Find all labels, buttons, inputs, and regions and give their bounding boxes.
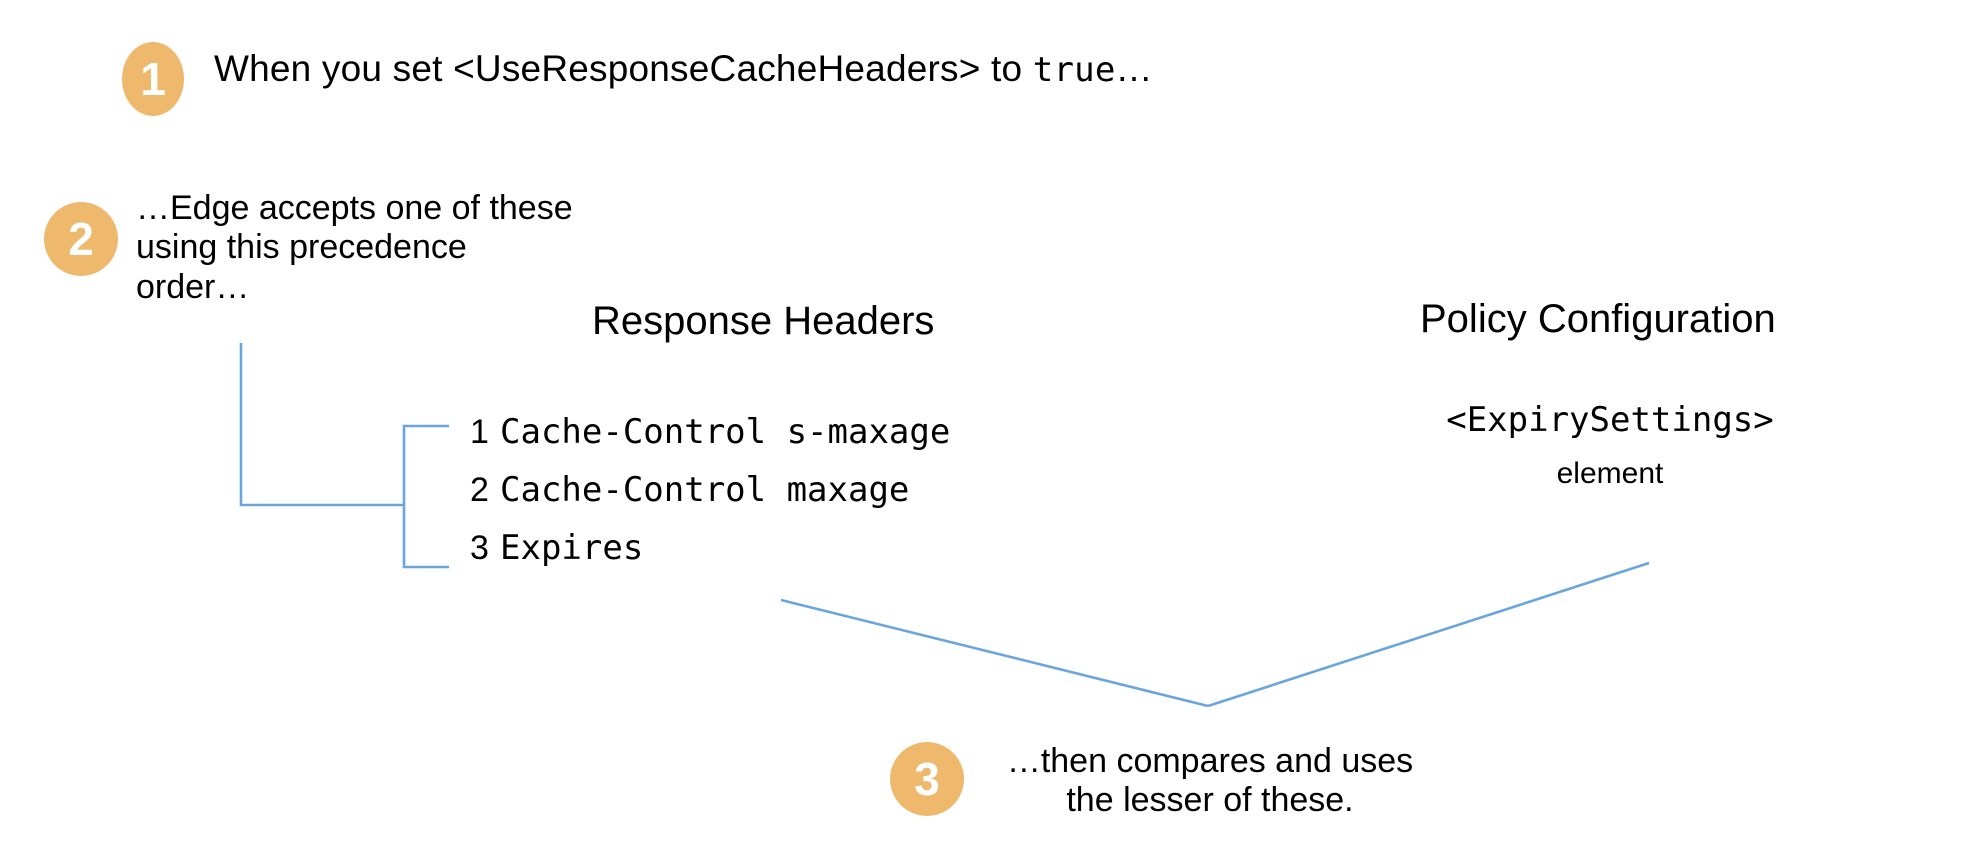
step-3-text: …then compares and uses the lesser of th… [980,742,1440,821]
step-3-line-1: …then compares and uses [1006,742,1414,780]
step-1-text: When you set <UseResponseCacheHeaders> t… [214,48,1153,90]
list-item-number: 3 [470,529,489,567]
step-1-badge: 1 [122,42,184,116]
response-to-step3-connector [780,598,1209,708]
policy-element-word: element [1556,457,1664,490]
step-1-text-mono: true [1032,50,1116,90]
policy-to-step3-connector [1207,561,1650,708]
list-item: 3 Expires [470,528,950,586]
policy-configuration-heading: Policy Configuration [1420,297,1776,341]
list-item: 1 Cache-Control s-maxage [470,412,950,470]
step-2-line-1: …Edge accepts one of these [136,189,573,227]
step-3-line-2: the lesser of these. [1066,781,1354,820]
step-2-line-3: order… [136,267,250,306]
list-item-number: 1 [470,413,489,451]
step-2-number: 2 [68,213,94,265]
step-1-text-after: … [1115,48,1153,89]
step2-to-list-connector [239,343,405,507]
step-2-line-2: using this precedence [136,228,467,267]
list-item-value: Expires [500,528,644,568]
step-2-text: …Edge accepts one of these using this pr… [136,189,606,307]
list-item-value: Cache-Control s-maxage [500,412,951,452]
list-item: 2 Cache-Control maxage [470,470,950,528]
step-1-text-before: When you set <UseResponseCacheHeaders> t… [214,48,1033,89]
list-item-value: Cache-Control maxage [500,470,910,510]
policy-element-name: <ExpirySettings> [1446,400,1774,440]
list-item-number: 2 [470,471,489,509]
step-3-number: 3 [914,753,940,805]
step-2-badge: 2 [44,202,118,276]
list-bracket [402,424,449,569]
step-1-number: 1 [140,53,166,105]
response-headers-heading: Response Headers [592,299,935,343]
step-3-badge: 3 [890,742,964,816]
response-headers-list: 1 Cache-Control s-maxage 2 Cache-Control… [470,412,950,586]
